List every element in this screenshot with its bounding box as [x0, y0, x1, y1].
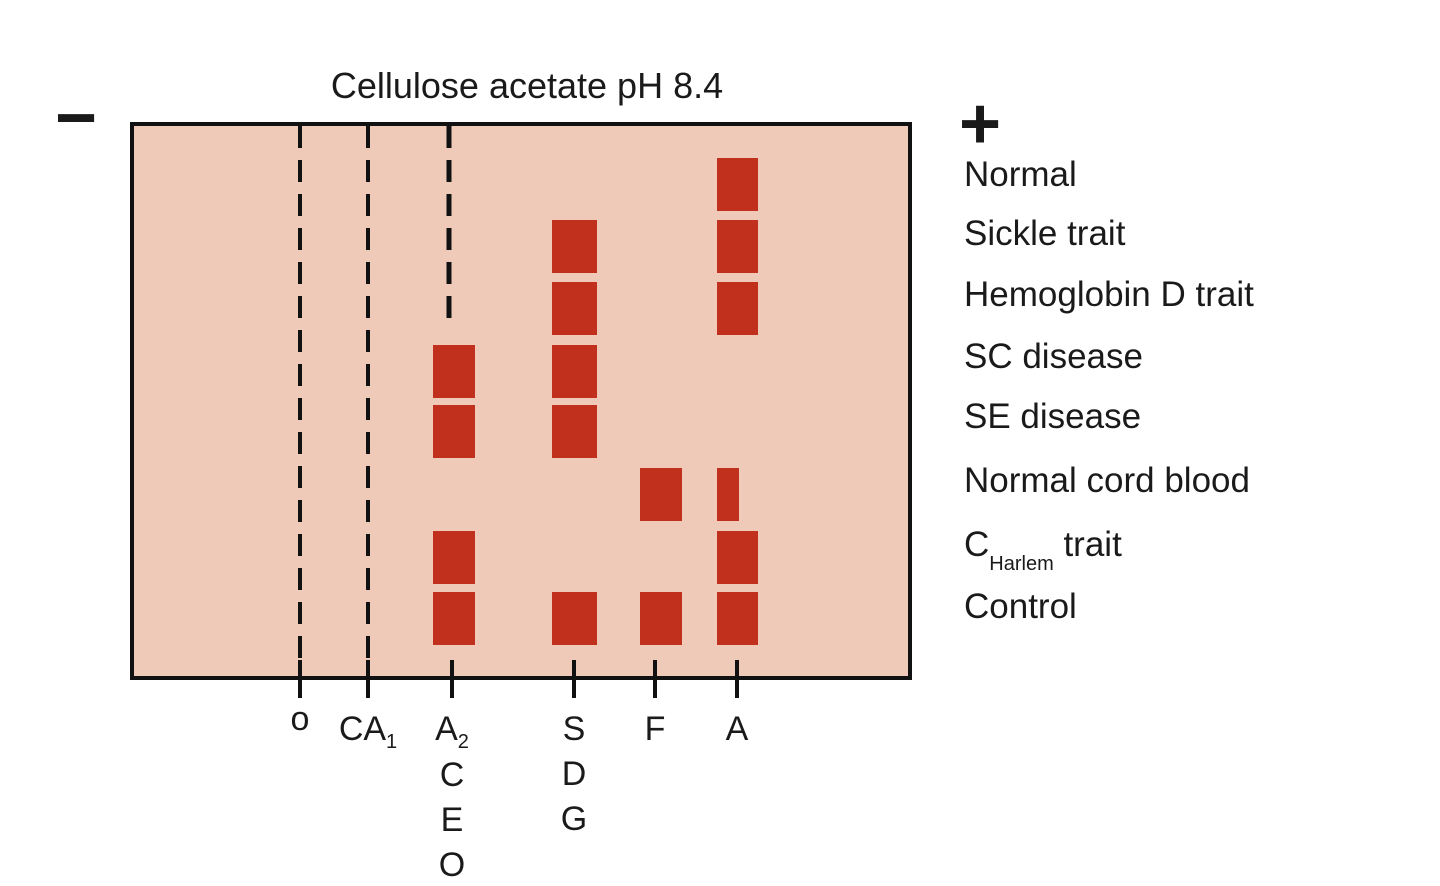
band-row7-a [717, 592, 758, 645]
row-label-2: Hemoglobin D trait [964, 275, 1254, 314]
position-extra-a2-1: E [441, 801, 464, 839]
row-label-4: SE disease [964, 397, 1141, 436]
position-label-a2: A2 [435, 710, 469, 753]
bands-group [433, 158, 758, 645]
band-row5-a-narrow [717, 468, 739, 521]
band-row3-a2 [433, 345, 475, 398]
band-row6-a [717, 531, 758, 584]
band-row1-a [717, 220, 758, 273]
row-label-main: C [964, 525, 989, 564]
position-sub: 2 [458, 731, 469, 753]
row-label-5: Normal cord blood [964, 461, 1250, 500]
row-label-sub: Harlem [989, 553, 1053, 575]
row-label-7: Control [964, 587, 1077, 626]
band-row4-a2 [433, 405, 475, 458]
band-row6-a2 [433, 531, 475, 584]
row-label-3: SC disease [964, 337, 1143, 376]
gel-strip [130, 122, 912, 680]
position-label-s-2: G [561, 800, 587, 838]
row-label-6: CHarlem trait [964, 525, 1122, 575]
band-row2-a [717, 282, 758, 335]
position-label-ca1: CA1 [339, 710, 397, 753]
band-row2-s [552, 282, 597, 335]
position-extra-a2-2: O [439, 846, 465, 884]
band-row4-s [552, 405, 597, 458]
position-main: A [435, 710, 458, 748]
band-row7-s [552, 592, 597, 645]
band-row3-s [552, 345, 597, 398]
band-row5-f [640, 468, 682, 521]
cathode-symbol: − [55, 78, 97, 158]
row-label-0: Normal [964, 155, 1077, 194]
band-row0-a [717, 158, 758, 211]
band-row7-f [640, 592, 682, 645]
position-extra-a2-0: C [440, 756, 465, 794]
row-label-1: Sickle trait [964, 214, 1126, 253]
band-row7-a2 [433, 592, 475, 645]
position-label-o-0: o [291, 700, 310, 738]
position-label-s-0: S [563, 710, 586, 748]
row-label-rest: trait [1054, 525, 1122, 564]
position-sub: 1 [386, 731, 397, 753]
band-row1-s [552, 220, 597, 273]
position-label-s-1: D [562, 755, 587, 793]
position-label-f-0: F [645, 710, 666, 748]
position-main: CA [339, 710, 387, 748]
anode-symbol: + [959, 84, 1001, 164]
diagram-title: Cellulose acetate pH 8.4 [331, 65, 723, 106]
position-label-a-0: A [726, 710, 749, 748]
